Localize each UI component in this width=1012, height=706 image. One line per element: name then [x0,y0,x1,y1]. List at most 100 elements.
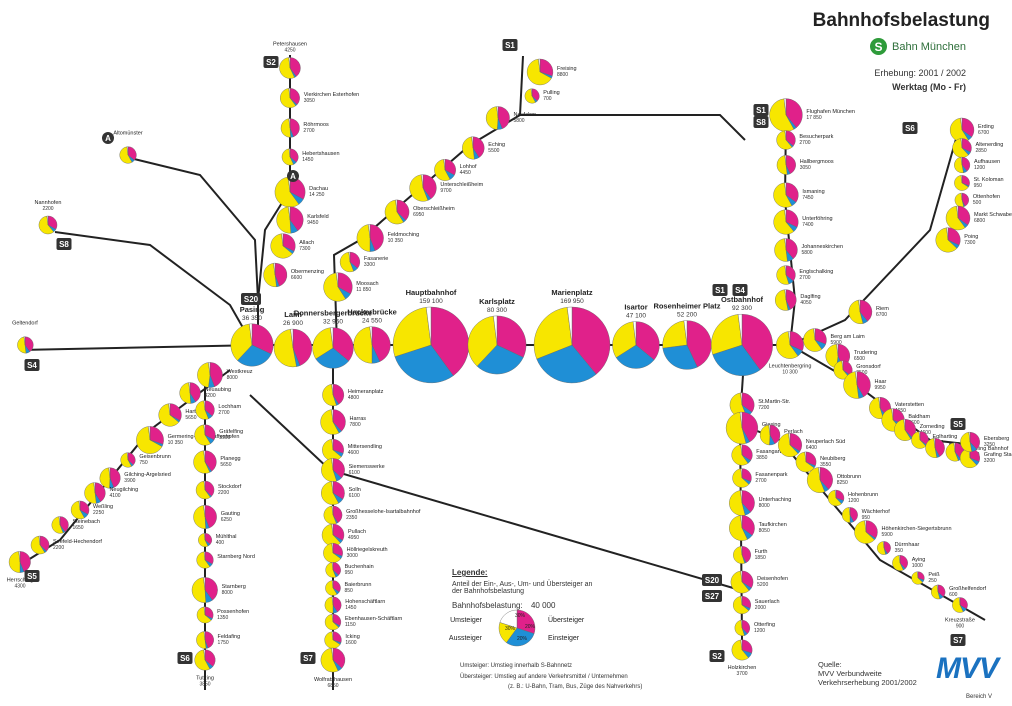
station-altomuenster[interactable]: Altomünster [113,131,143,164]
station-starnberg-nord[interactable]: Starnberg Nord [196,551,255,569]
station-geltendorf[interactable]: Geltendorf [12,321,38,354]
station-st-martin-str[interactable]: St.Martin-Str.7200 [729,392,791,418]
